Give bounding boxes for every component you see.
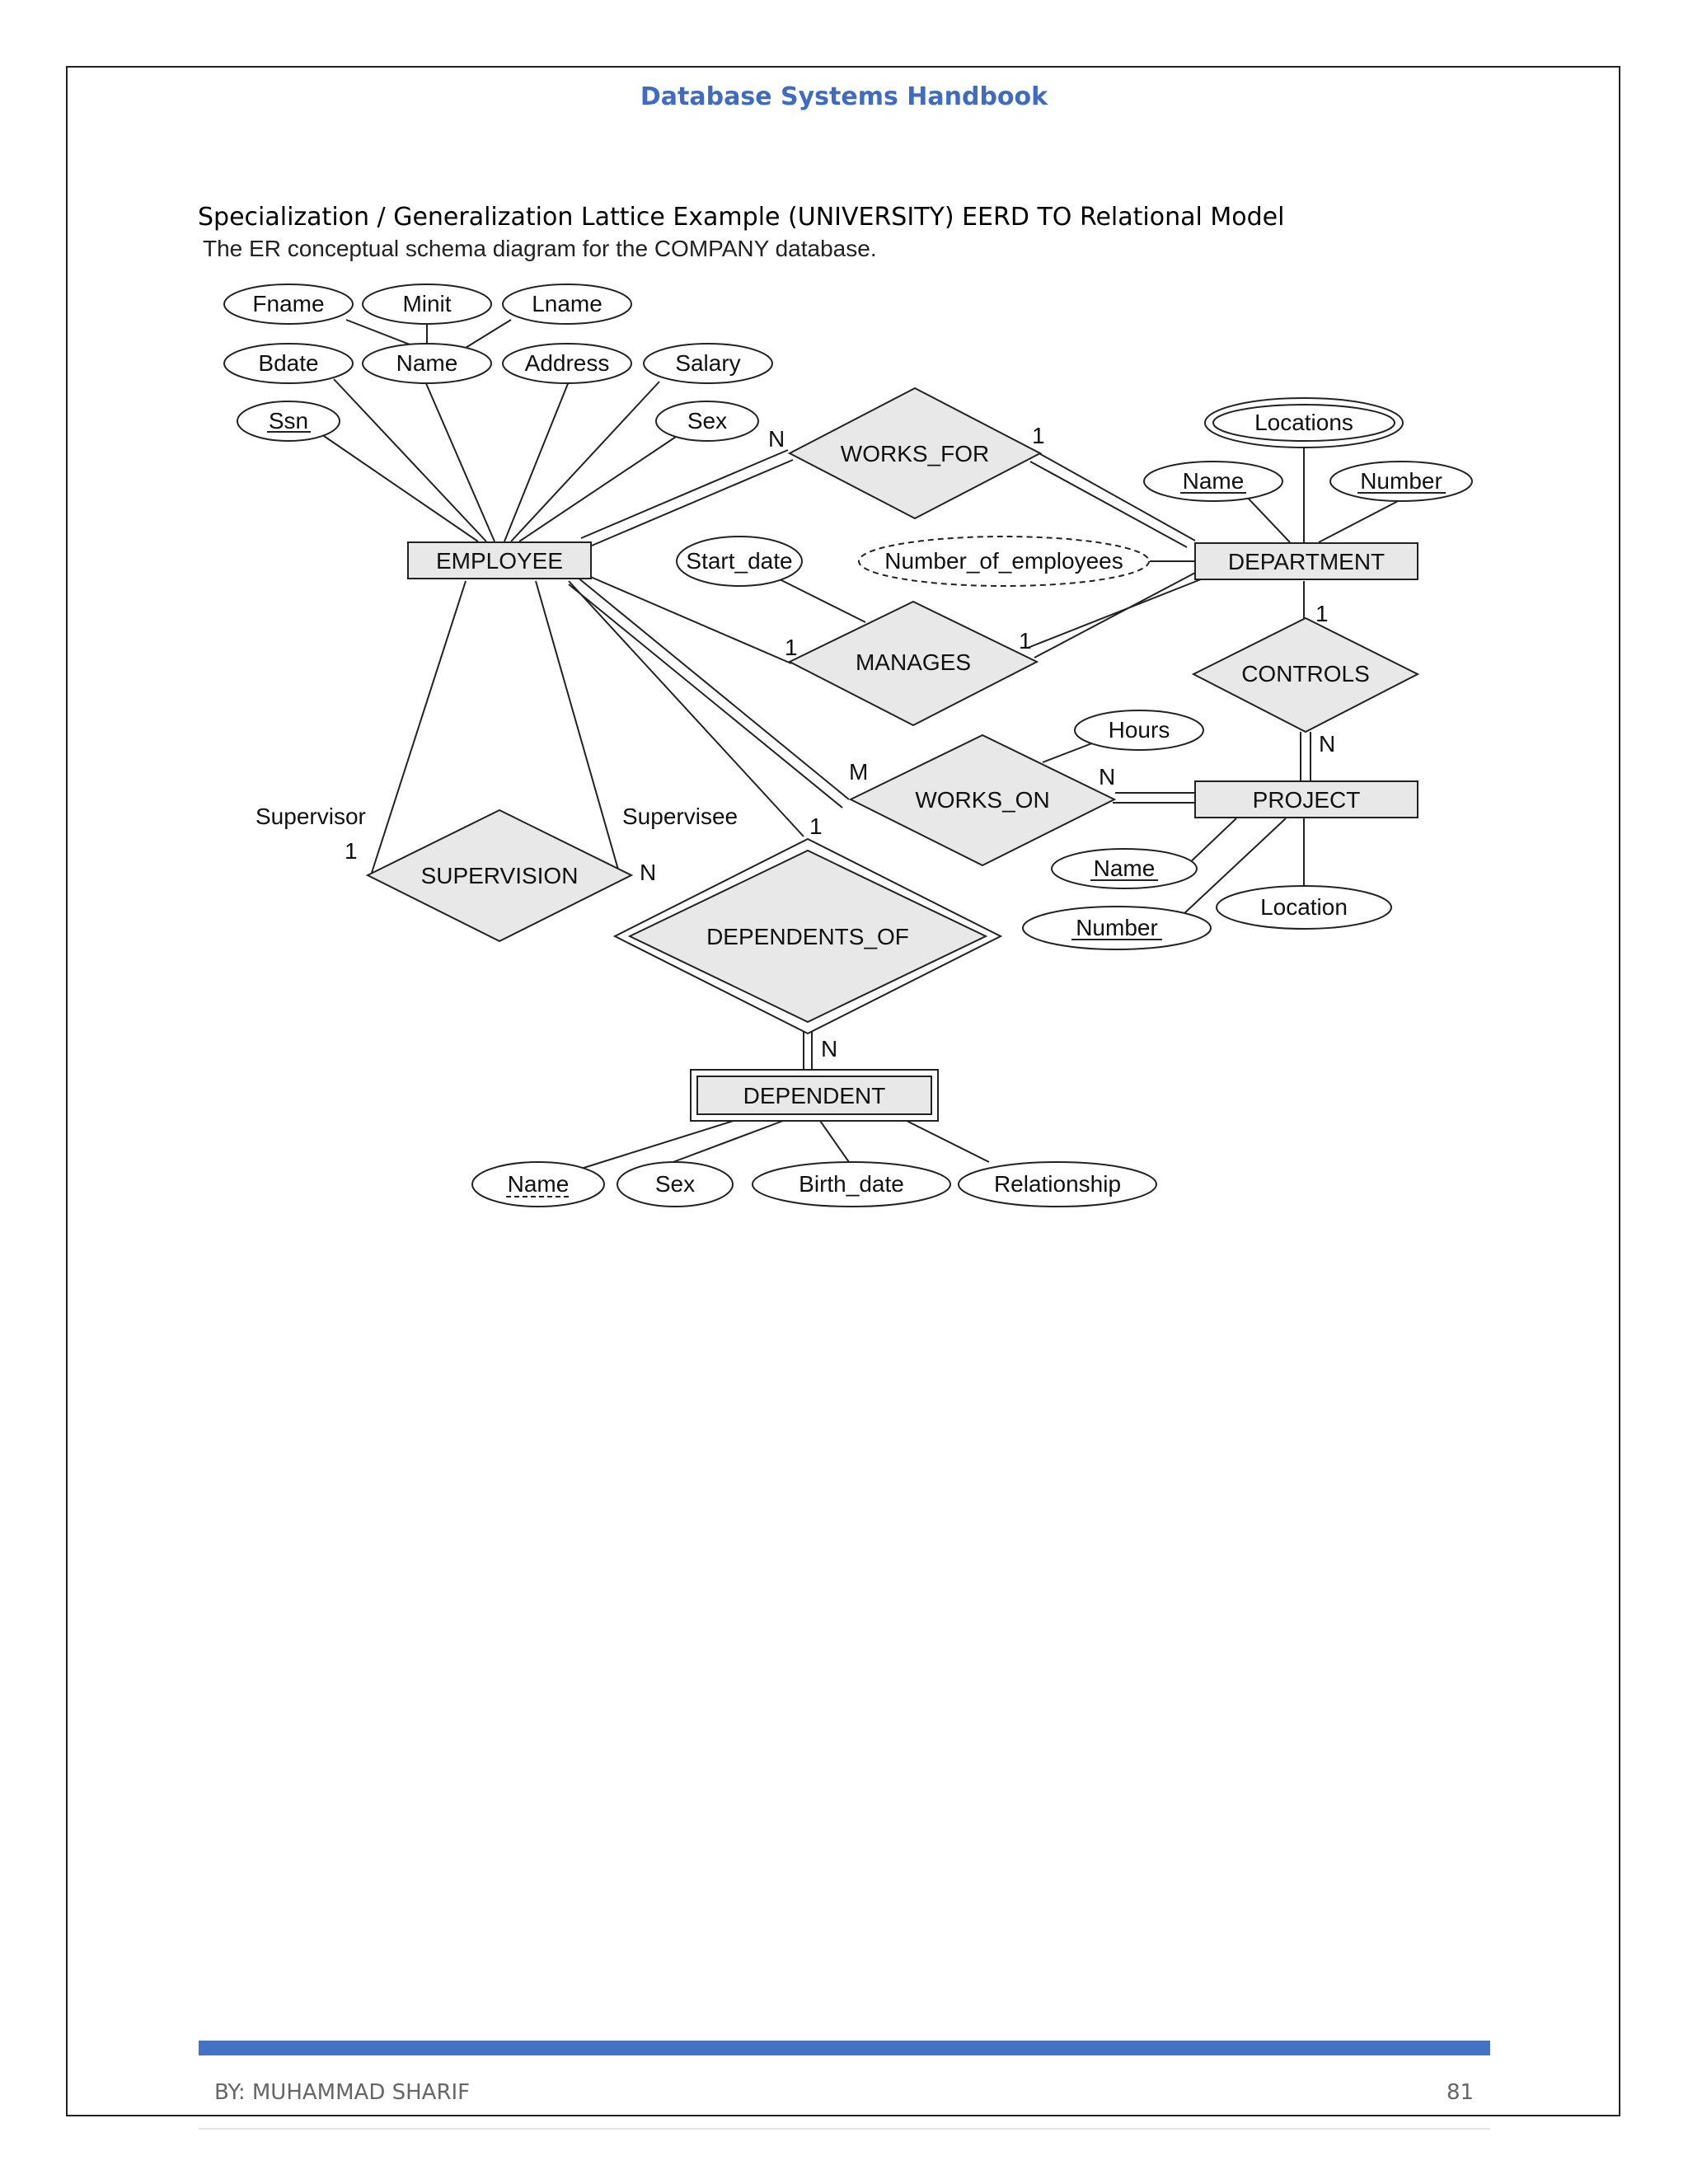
attribute-department-name: Name [1183,468,1245,494]
attribute-dependent-sex: Sex [655,1171,695,1197]
page-number: 81 [1447,2080,1475,2105]
cardinality-manages-department: 1 [1019,628,1032,654]
entity-dependent-label: DEPENDENT [743,1083,886,1108]
entity-employee-label: EMPLOYEE [436,548,563,574]
role-supervisor: Supervisor [256,804,366,829]
relationship-manages-label: MANAGES [856,649,971,675]
relationship-dependents-of: DEPENDENTS_OF [612,837,1003,1035]
attribute-minit: Minit [402,291,451,316]
attribute-birth-date: Birth_date [799,1171,904,1197]
cardinality-works-on-project: N [1099,764,1115,790]
attribute-project-number: Number [1076,915,1158,940]
attribute-relationship: Relationship [994,1171,1121,1197]
relationship-controls: CONTROLS [1191,616,1420,733]
cardinality-works-for-department: 1 [1032,423,1045,448]
entity-dependent: DEPENDENT [690,1069,939,1122]
relationship-works-on: WORKS_ON [848,733,1117,867]
relationship-controls-label: CONTROLS [1241,661,1370,687]
attribute-hours: Hours [1109,717,1170,743]
page-header: Database Systems Handbook [640,82,1048,111]
cardinality-works-for-employee: N [768,426,785,452]
relationship-supervision-label: SUPERVISION [421,863,579,888]
role-supervisee: Supervisee [622,804,738,829]
entity-project: PROJECT [1194,780,1418,818]
relationship-works-for-label: WORKS_FOR [841,441,989,466]
cardinality-controls-department: 1 [1315,601,1329,626]
relationship-supervision: SUPERVISION [365,808,634,943]
attribute-ssn: Ssn [269,408,308,434]
figure-caption: The ER conceptual schema diagram for the… [203,236,877,261]
attribute-locations: Locations [1254,410,1353,435]
attribute-bdate: Bdate [258,350,318,376]
entity-project-label: PROJECT [1253,787,1361,813]
entity-department: DEPARTMENT [1194,542,1418,580]
attribute-project-name: Name [1094,855,1156,881]
attribute-start-date: Start_date [686,548,792,574]
attribute-ovals [223,284,1473,1207]
attribute-lname: Lname [532,291,603,316]
section-caption: Specialization / Generalization Lattice … [198,203,1285,232]
cardinality-dependents-of-dependent: N [821,1036,837,1062]
attribute-department-number: Number [1360,468,1442,494]
key-underlines [267,431,1446,1197]
relationship-works-on-label: WORKS_ON [915,787,1049,813]
attribute-fname: Fname [252,291,324,316]
footer-author: BY: MUHAMMAD SHARIF [214,2080,471,2105]
footer-rule [199,2128,1490,2130]
attribute-dependent-name: Name [508,1171,570,1197]
relationship-works-for: WORKS_FOR [787,387,1043,520]
relationship-dependents-of-label: DEPENDENTS_OF [706,924,909,949]
relationship-manages: MANAGES [787,600,1039,727]
attribute-employee-sex: Sex [687,408,727,434]
attribute-number-of-employees: Number_of_employees [884,548,1123,574]
cardinality-works-on-employee: M [849,759,868,785]
attribute-project-location: Location [1260,894,1348,920]
cardinality-controls-project: N [1319,731,1335,757]
attribute-employee-name: Name [396,350,458,376]
cardinality-supervision-supervisee: N [640,860,656,885]
attribute-address: Address [525,350,610,376]
entity-department-label: DEPARTMENT [1228,549,1385,574]
cardinality-dependents-of-employee: 1 [809,813,823,839]
page-border [66,66,1620,2116]
attribute-salary: Salary [675,350,740,376]
footer-bar [199,2041,1490,2055]
cardinality-manages-employee: 1 [785,635,798,660]
entity-employee: EMPLOYEE [407,541,592,579]
cardinality-supervision-supervisor: 1 [345,838,358,864]
